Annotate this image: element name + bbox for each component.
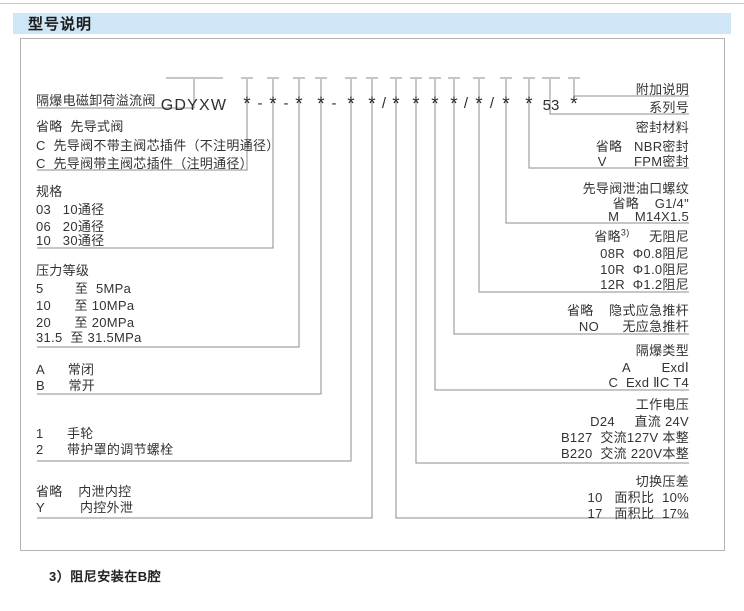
pilot-option-c1: C 先导阀不带主阀芯插件（不注明通径） — [36, 138, 280, 153]
code-star: * — [368, 94, 376, 115]
code-star: * — [525, 94, 533, 115]
adjust-option-2: 2 带护罩的调节螺栓 — [36, 442, 174, 457]
code-star: * — [243, 94, 251, 115]
code-star: * — [502, 94, 510, 115]
code-star: * — [347, 94, 355, 115]
code-star: * — [269, 94, 277, 115]
drain-option-default: 省略 内泄内控 — [36, 484, 132, 499]
code-star: * — [570, 94, 578, 115]
code-star: * — [295, 94, 303, 115]
pushrod-option-no: NO 无应急推杆 — [578, 319, 689, 334]
size-title: 规格 — [36, 184, 63, 199]
size-option-03: 03 10通径 — [36, 202, 105, 217]
code-slash: / — [489, 95, 495, 112]
pressure-option-315: 31.5 至 31.5MPa — [36, 330, 142, 345]
valve-name-label: 隔爆电磁卸荷溢流阀 — [36, 93, 156, 108]
damping-option-10r: 10R Φ1.0阻尼 — [600, 262, 689, 277]
function-option-a: A 常闭 — [36, 362, 95, 377]
pressure-option-20: 20 至 20MPa — [36, 315, 135, 330]
code-star: * — [317, 94, 325, 115]
exproof-option-a: A ExdⅠ — [622, 360, 689, 375]
voltage-option-b220: B220 交流 220V本整 — [560, 446, 689, 461]
thread-option-default: 省略 G1/4" — [612, 196, 689, 211]
size-option-10: 10 30通径 — [36, 233, 105, 248]
damping-option-default: 省略3) 无阻尼 — [594, 227, 689, 244]
damping-omit-code: 省略 — [594, 229, 621, 244]
thread-title: 先导阀泄油口螺纹 — [582, 181, 689, 196]
damping-omit-desc: 无阻尼 — [629, 229, 689, 244]
exproof-option-c: C Exd ⅡC T4 — [608, 375, 689, 390]
code-star: * — [431, 94, 439, 115]
code-series-number: 53 — [542, 97, 560, 114]
section-header: 型号说明 — [13, 13, 731, 34]
pressure-grade-title: 压力等级 — [36, 263, 90, 278]
additional-note-label: 附加说明 — [635, 82, 689, 97]
code-star: * — [475, 94, 483, 115]
code-dash: - — [283, 95, 289, 112]
code-slash: / — [381, 95, 387, 112]
seal-option-default: 省略 NBR密封 — [595, 139, 689, 154]
pressure-diff-title: 切换压差 — [635, 474, 689, 489]
seal-option-v: V FPM密封 — [597, 154, 689, 169]
thread-option-m: M M14X1.5 — [608, 209, 689, 224]
pushrod-option-default: 省略 隐式应急推杆 — [566, 303, 689, 318]
seal-title: 密封材料 — [635, 120, 689, 135]
code-dash: - — [331, 95, 337, 112]
code-prefix: GDYXW — [160, 97, 228, 114]
pilot-option-default: 省略 先导式阀 — [36, 119, 124, 134]
adjust-option-1: 1 手轮 — [36, 426, 94, 441]
pressure-option-5: 5 至 5MPa — [36, 281, 132, 296]
damping-omit-footnote-ref: 3) — [620, 227, 630, 238]
drain-option-y: Y 内控外泄 — [36, 500, 134, 515]
voltage-option-b127: B127 交流127V 本整 — [560, 430, 689, 445]
section-title: 型号说明 — [28, 16, 93, 33]
damping-option-12r: 12R Φ1.2阻尼 — [600, 277, 689, 292]
code-slash: / — [463, 95, 469, 112]
damping-option-08r: 08R Φ0.8阻尼 — [600, 246, 689, 261]
code-star: * — [450, 94, 458, 115]
model-code-diagram: GDYXW * - * - * * - * * / * * * * / * / … — [20, 38, 725, 584]
footnote-damping-location: 3）阻尼安装在B腔 — [49, 569, 162, 584]
top-divider — [0, 3, 744, 4]
pressure-diff-option-17: 17 面积比 17% — [587, 506, 689, 521]
pilot-option-c2: C 先导阀带主阀芯插件（注明通径） — [36, 156, 254, 171]
code-dash: - — [257, 95, 263, 112]
code-star: * — [412, 94, 420, 115]
exproof-title: 隔爆类型 — [635, 343, 689, 358]
series-number-label: 系列号 — [649, 100, 689, 115]
size-option-06: 06 20通径 — [36, 219, 105, 234]
voltage-title: 工作电压 — [635, 397, 689, 412]
pressure-diff-option-10: 10 面积比 10% — [587, 490, 689, 505]
voltage-option-d24: D24 直流 24V — [590, 414, 689, 429]
code-star: * — [392, 94, 400, 115]
function-option-b: B 常开 — [36, 378, 96, 393]
pressure-option-10: 10 至 10MPa — [36, 298, 135, 313]
